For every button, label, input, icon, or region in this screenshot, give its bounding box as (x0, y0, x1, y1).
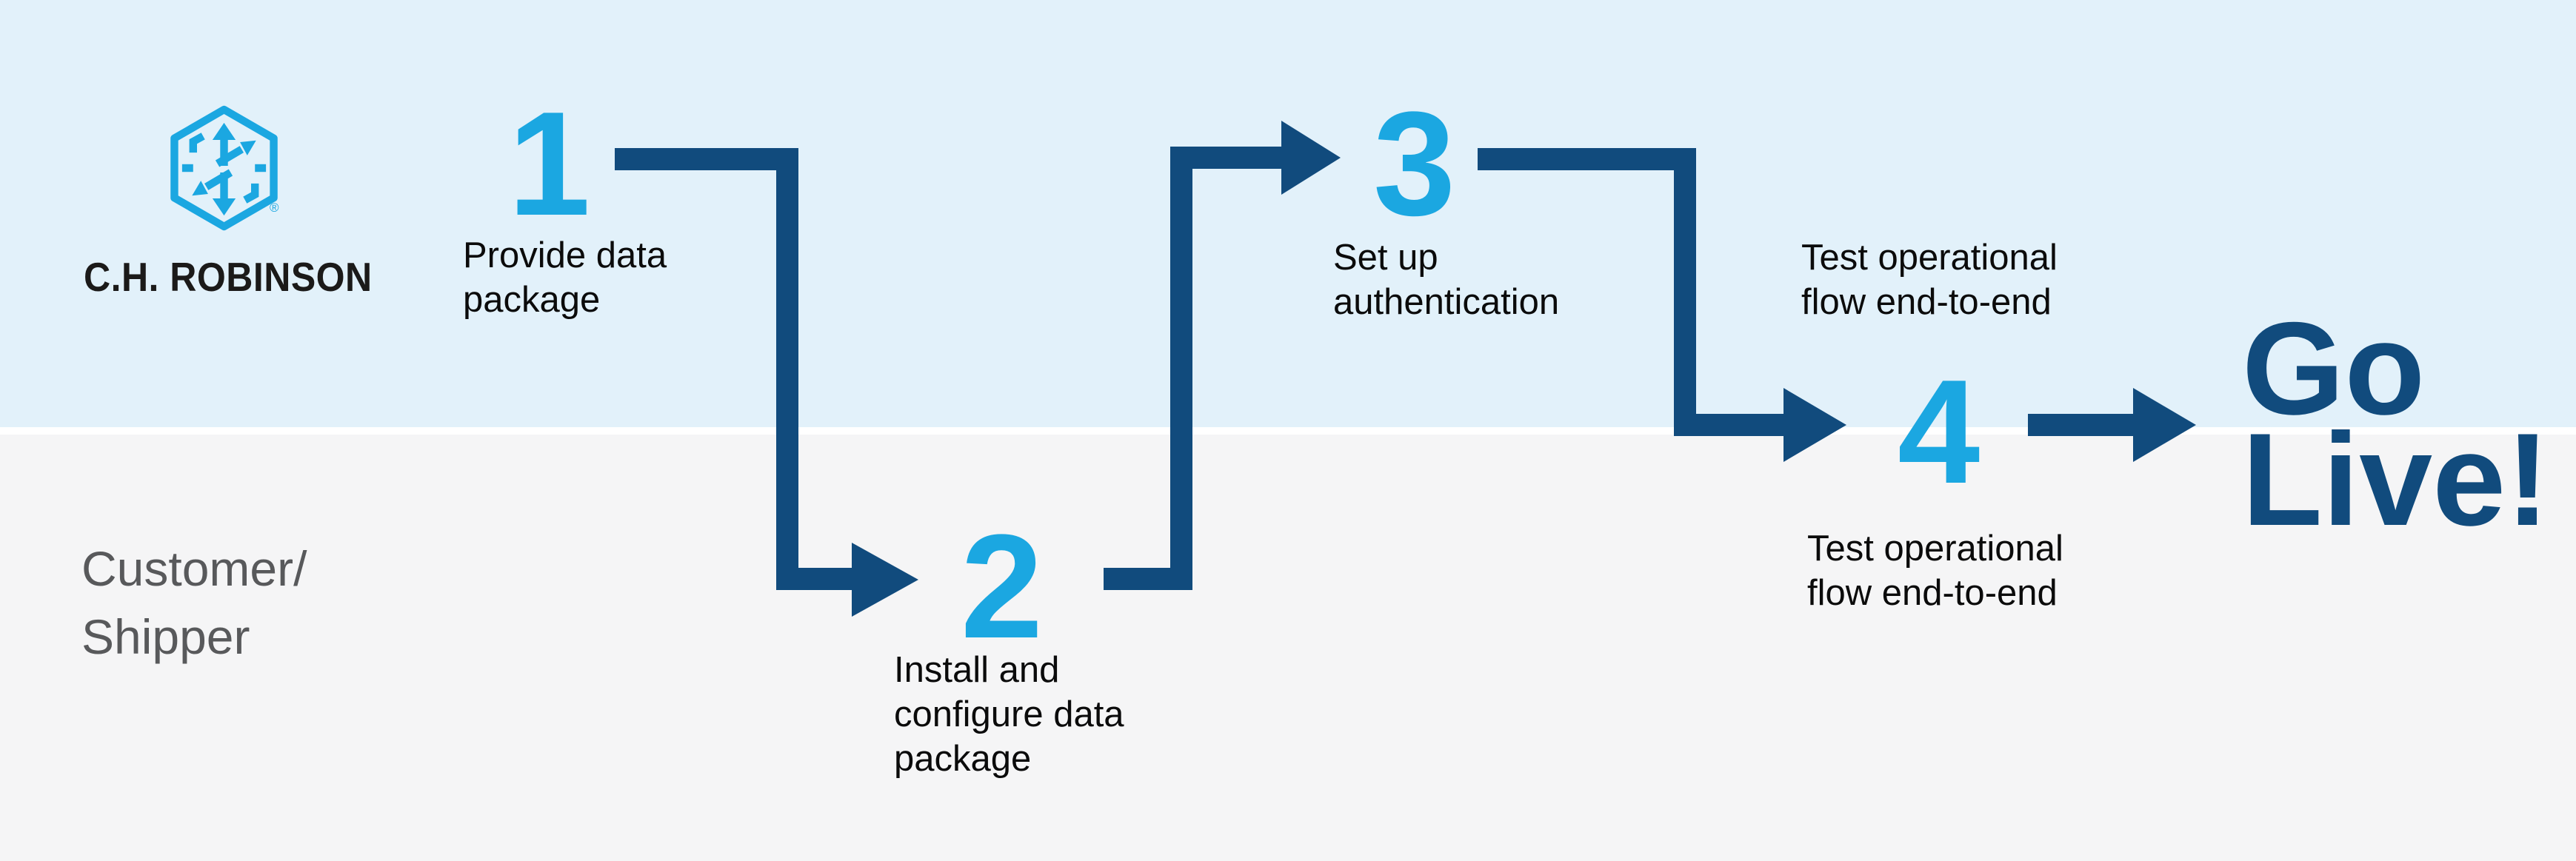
step-3-number: 3 (1373, 81, 1456, 247)
arrow-step2-to-step3-arrowhead-icon (1281, 121, 1341, 195)
chrobinson-wordmark: C.H. ROBINSON (84, 254, 373, 300)
arrow-step3-to-step4-stub (1674, 414, 1783, 436)
arrow-step1-to-step2-stub (776, 568, 852, 590)
step-3-label: Set up authentication (1333, 238, 1560, 322)
arrow-step4-to-golive-arrowhead-icon (2133, 388, 2196, 462)
lane-label-customer-shipper: Customer/ Shipper (81, 541, 307, 664)
step-4-label-bottom: Test operational flow end-to-end (1807, 529, 2063, 613)
lane-divider (0, 427, 2576, 435)
go-live-text: Go Live! (2242, 295, 2550, 553)
chrobinson-logo-icon (170, 105, 278, 231)
step-4-label-top: Test operational flow end-to-end (1801, 238, 2058, 322)
arrow-step1-to-step2-vertical (776, 148, 798, 590)
arrow-step4-to-golive-shaft (2028, 414, 2133, 436)
arrow-step3-to-step4-arrowhead-icon (1783, 388, 1846, 462)
step-2-label: Install and configure data package (894, 650, 1124, 779)
lane-customer-background (0, 435, 2576, 861)
step-1-label: Provide data package (463, 235, 667, 320)
arrow-step3-to-step4-horizontal (1478, 148, 1696, 170)
arrow-step2-to-step3-vertical (1170, 147, 1192, 590)
step-4-number: 4 (1898, 349, 1981, 515)
step-2-number: 2 (961, 504, 1044, 669)
arrow-step1-to-step2-horizontal (615, 148, 798, 170)
arrow-step1-to-step2-arrowhead-icon (852, 543, 918, 617)
arrow-step3-to-step4-vertical (1674, 148, 1696, 435)
step-1-number: 1 (508, 81, 591, 247)
arrow-step2-to-step3-horizontal (1170, 147, 1281, 169)
registered-mark: ® (270, 201, 279, 215)
lane-chrobinson-background (0, 0, 2576, 427)
